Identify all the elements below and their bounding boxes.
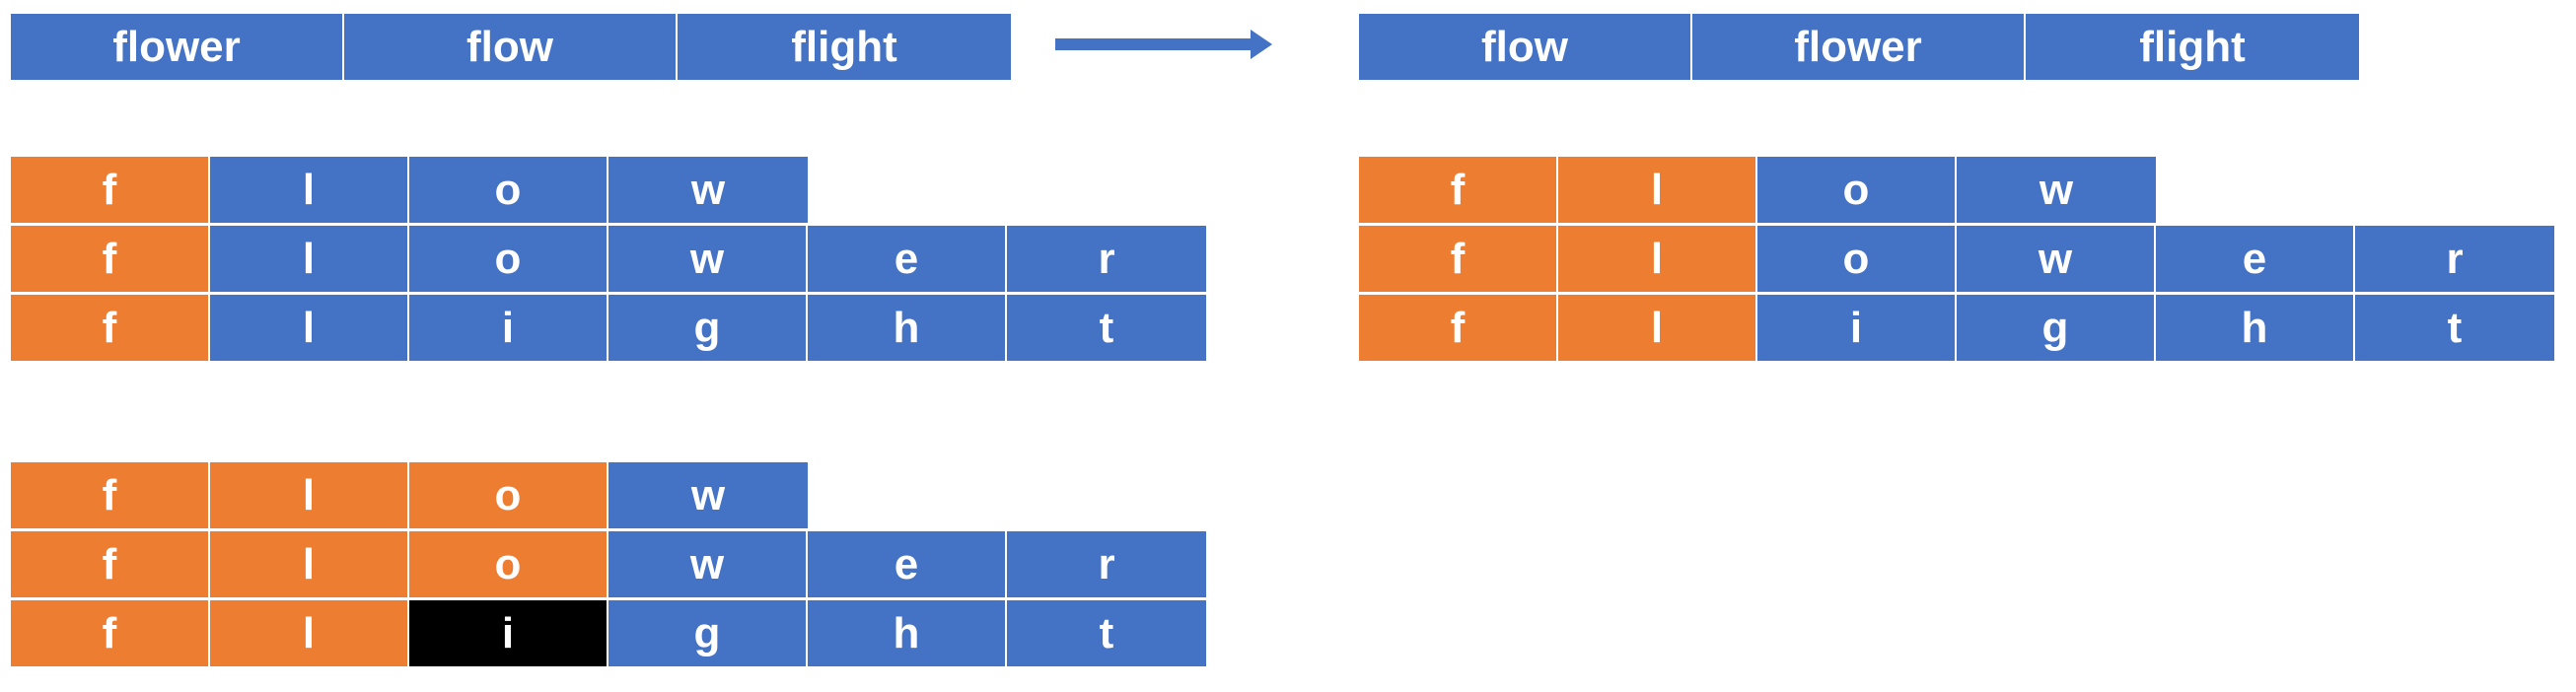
letter-cell: i [1757, 295, 1957, 361]
letter-cell: g [608, 295, 808, 361]
letter-cell-match: l [210, 600, 409, 666]
letter-cell: o [1757, 157, 1957, 223]
letter-cell: w [608, 462, 808, 528]
letter-cell: t [1007, 295, 1206, 361]
letter-cell: r [2355, 226, 2554, 292]
letter-cell-match: l [1558, 226, 1757, 292]
letter-cell: o [1757, 226, 1957, 292]
letter-cell: i [409, 295, 608, 361]
letter-cell-match: f [11, 157, 210, 223]
words-before-row: flower flow flight [11, 14, 1011, 80]
letter-cell-match: l [1558, 295, 1757, 361]
letter-cell: e [2156, 226, 2355, 292]
letter-cell-match: f [11, 462, 210, 528]
letter-cell: t [2355, 295, 2554, 361]
right-arrow-icon [1055, 30, 1272, 59]
word-cell: flower [11, 14, 344, 80]
matrix-row: f l i g h t [11, 600, 1206, 666]
letter-cell: r [1007, 531, 1206, 597]
letter-cell: w [608, 531, 808, 597]
matrix-row: f l o w [11, 157, 808, 223]
letter-cell-match: f [11, 531, 210, 597]
letter-cell: e [808, 226, 1007, 292]
matrix-row: f l o w e r [1359, 226, 2554, 292]
letter-cell: l [210, 226, 409, 292]
letter-cell: e [808, 531, 1007, 597]
letter-cell: h [2156, 295, 2355, 361]
word-cell: flight [2026, 14, 2359, 80]
letter-cell-match: f [11, 600, 210, 666]
letter-cell: w [608, 157, 808, 223]
matrix-row: f l o w [11, 462, 808, 528]
words-after-row: flow flower flight [1359, 14, 2359, 80]
letter-cell: w [1957, 226, 2156, 292]
word-cell: flow [344, 14, 678, 80]
letter-cell: h [808, 295, 1007, 361]
matrix-row: f l i g h t [1359, 295, 2554, 361]
letter-cell: w [608, 226, 808, 292]
letter-cell: t [1007, 600, 1206, 666]
word-cell: flow [1359, 14, 1692, 80]
letter-cell: w [1957, 157, 2156, 223]
letter-cell-match: f [1359, 295, 1558, 361]
letter-cell: g [608, 600, 808, 666]
letter-cell-match: f [11, 295, 210, 361]
letter-cell: h [808, 600, 1007, 666]
matrix-row: f l o w [1359, 157, 2156, 223]
letter-cell-match: f [1359, 226, 1558, 292]
letter-cell-mismatch: i [409, 600, 608, 666]
letter-cell: l [210, 157, 409, 223]
letter-cell-match: o [409, 462, 608, 528]
letter-cell: g [1957, 295, 2156, 361]
letter-cell-match: o [409, 531, 608, 597]
word-cell: flower [1692, 14, 2026, 80]
letter-cell: l [210, 295, 409, 361]
word-cell: flight [678, 14, 1011, 80]
letter-cell-match: f [11, 226, 210, 292]
matrix-row: f l o w e r [11, 226, 1206, 292]
matrix-row: f l i g h t [11, 295, 1206, 361]
matrix-row: f l o w e r [11, 531, 1206, 597]
letter-cell-match: l [210, 531, 409, 597]
letter-cell-match: l [210, 462, 409, 528]
letter-cell: r [1007, 226, 1206, 292]
letter-cell-match: f [1359, 157, 1558, 223]
letter-cell-match: l [1558, 157, 1757, 223]
letter-cell: o [409, 157, 608, 223]
letter-cell: o [409, 226, 608, 292]
